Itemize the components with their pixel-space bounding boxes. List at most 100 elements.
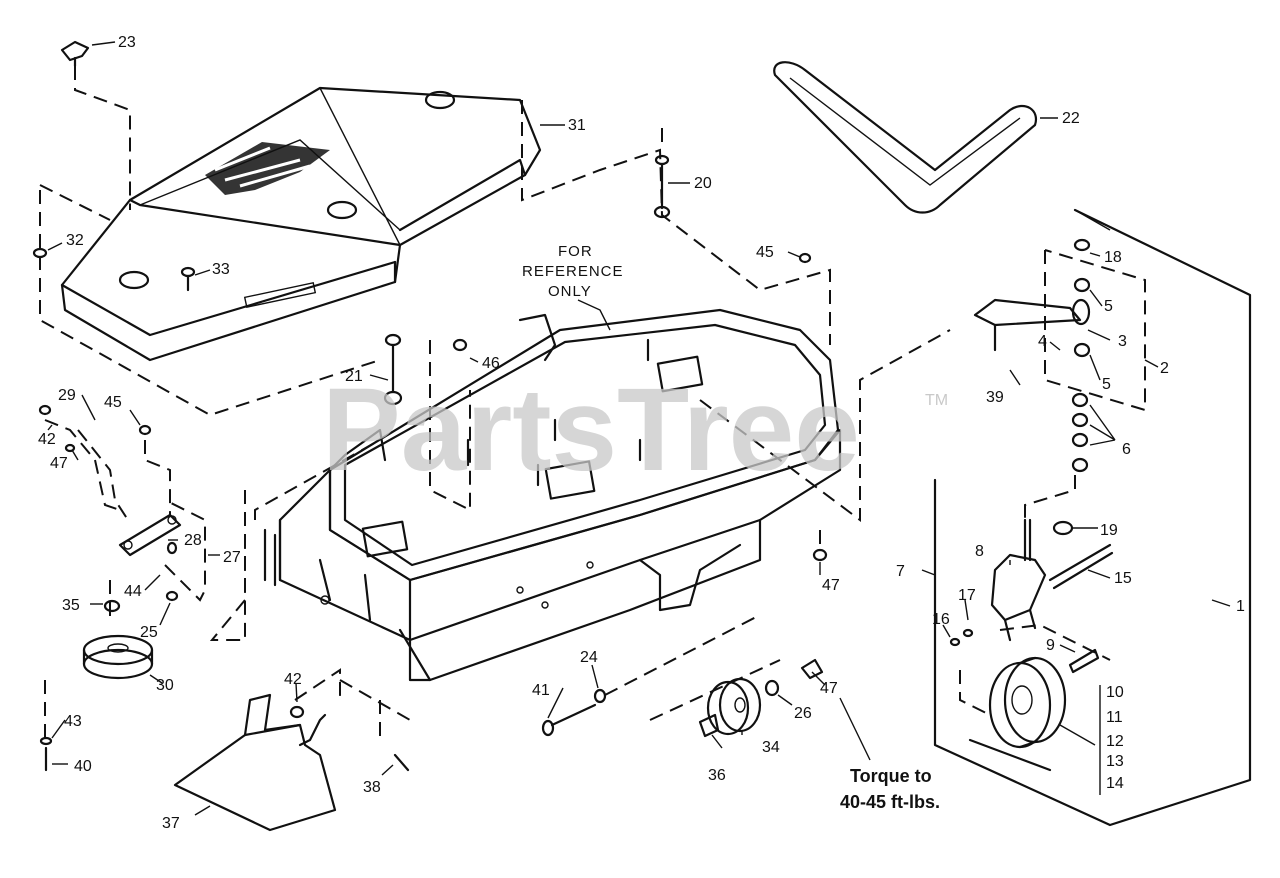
deck-cover-part bbox=[60, 86, 542, 362]
callout-40: 40 bbox=[74, 758, 92, 775]
callout-44: 44 bbox=[124, 583, 142, 600]
callout-42b: 42 bbox=[284, 671, 302, 688]
callout-31: 31 bbox=[568, 117, 586, 134]
callout-19: 19 bbox=[1100, 522, 1118, 539]
spacer-part-5 bbox=[1071, 432, 1089, 448]
callout-29: 29 bbox=[58, 387, 76, 404]
callout-26: 26 bbox=[794, 705, 812, 722]
callout-45b: 45 bbox=[756, 244, 774, 261]
callout-13: 13 bbox=[1106, 753, 1124, 770]
callout-46: 46 bbox=[482, 355, 500, 372]
callout-42a: 42 bbox=[38, 431, 56, 448]
watermark-trademark: TM bbox=[925, 392, 948, 409]
spacer-part-3 bbox=[1071, 392, 1089, 408]
callout-41: 41 bbox=[532, 682, 550, 699]
callout-43: 43 bbox=[64, 713, 82, 730]
callout-3: 3 bbox=[1118, 333, 1127, 350]
callout-7: 7 bbox=[896, 563, 905, 580]
belt-part bbox=[773, 61, 1038, 214]
knob-part bbox=[60, 40, 90, 68]
reference-note: FOR REFERENCE ONLY bbox=[522, 243, 623, 300]
callout-9: 9 bbox=[1046, 637, 1055, 654]
washer-part-6 bbox=[1073, 238, 1091, 252]
callout-27: 27 bbox=[223, 549, 241, 566]
callout-47a: 47 bbox=[50, 455, 68, 472]
callout-39: 39 bbox=[986, 389, 1004, 406]
torque-note-line2: 40-45 ft-lbs. bbox=[840, 792, 940, 812]
callout-47c: 47 bbox=[820, 680, 838, 697]
callout-35: 35 bbox=[62, 597, 80, 614]
bolt-part-3 bbox=[541, 703, 597, 737]
reference-note-line1: FOR bbox=[558, 243, 593, 260]
bolt-part-2 bbox=[393, 753, 410, 772]
nut-part-7 bbox=[289, 705, 305, 719]
callout-22: 22 bbox=[1062, 110, 1080, 127]
callout-34: 34 bbox=[762, 739, 780, 756]
callout-11: 11 bbox=[1106, 709, 1123, 726]
spindle-part bbox=[653, 154, 671, 219]
callout-21: 21 bbox=[345, 368, 363, 385]
bushing-part-3 bbox=[1073, 342, 1091, 358]
callout-47b: 47 bbox=[822, 577, 840, 594]
washer-part bbox=[32, 247, 48, 259]
callout-37: 37 bbox=[162, 815, 180, 832]
watermark-text: PartsTree bbox=[322, 364, 860, 496]
spacer-part-7 bbox=[1068, 648, 1100, 674]
callout-36: 36 bbox=[708, 767, 726, 784]
nut-part-5 bbox=[798, 252, 812, 264]
callout-33: 33 bbox=[212, 261, 230, 278]
nut-part bbox=[38, 404, 52, 416]
washer-part-2 bbox=[165, 590, 179, 602]
callout-6: 6 bbox=[1122, 441, 1131, 458]
washer-part-4 bbox=[593, 688, 607, 704]
callout-15: 15 bbox=[1114, 570, 1132, 587]
spacer-part bbox=[166, 541, 178, 555]
callout-30: 30 bbox=[156, 677, 174, 694]
callout-38: 38 bbox=[363, 779, 381, 796]
callout-4: 4 bbox=[1038, 333, 1047, 350]
nut-part-3 bbox=[64, 443, 76, 453]
callout-8: 8 bbox=[975, 543, 984, 560]
spacer-part-4 bbox=[1071, 412, 1089, 428]
torque-note: Torque to 40-45 ft-lbs. bbox=[840, 766, 940, 812]
callout-20: 20 bbox=[694, 175, 712, 192]
callout-25: 25 bbox=[140, 624, 158, 641]
callout-28: 28 bbox=[184, 532, 202, 549]
callout-14: 14 bbox=[1106, 775, 1124, 792]
spindle-part-2 bbox=[383, 333, 403, 406]
bushing-part-2 bbox=[1073, 277, 1091, 293]
callout-18: 18 bbox=[1104, 249, 1122, 266]
bushing-part bbox=[103, 599, 121, 613]
nut-part-8 bbox=[800, 658, 824, 680]
callout-32: 32 bbox=[66, 232, 84, 249]
callout-17: 17 bbox=[958, 587, 976, 604]
callout-2: 2 bbox=[1160, 360, 1169, 377]
nut-part-4 bbox=[452, 338, 468, 352]
leader-lines bbox=[47, 41, 1231, 816]
callout-24: 24 bbox=[580, 649, 598, 666]
spacer-part-2 bbox=[698, 713, 720, 738]
callout-12: 12 bbox=[1106, 733, 1124, 750]
spacer-part-6 bbox=[1071, 457, 1089, 473]
callout-5b: 5 bbox=[1102, 376, 1111, 393]
nut-part-9 bbox=[949, 637, 961, 647]
washer-part-7 bbox=[962, 628, 974, 638]
callout-16: 16 bbox=[932, 611, 950, 628]
gauge-wheel-part bbox=[706, 677, 762, 736]
washer-part-5 bbox=[764, 679, 780, 697]
washer-part-3 bbox=[39, 736, 53, 746]
nut-part-6 bbox=[812, 548, 828, 562]
axle-bolt-part bbox=[1048, 543, 1114, 590]
idler-arm-part bbox=[118, 513, 182, 557]
pulley-part bbox=[82, 634, 154, 680]
mower-deck-frame bbox=[263, 308, 842, 682]
torque-note-line1: Torque to bbox=[850, 766, 932, 786]
callout-10: 10 bbox=[1106, 684, 1124, 701]
callout-1: 1 bbox=[1236, 598, 1245, 615]
caster-wheel-part bbox=[988, 656, 1067, 749]
caster-bracket-part bbox=[973, 298, 1091, 352]
screw-part bbox=[180, 266, 196, 292]
grease-cap-part bbox=[1052, 520, 1074, 536]
